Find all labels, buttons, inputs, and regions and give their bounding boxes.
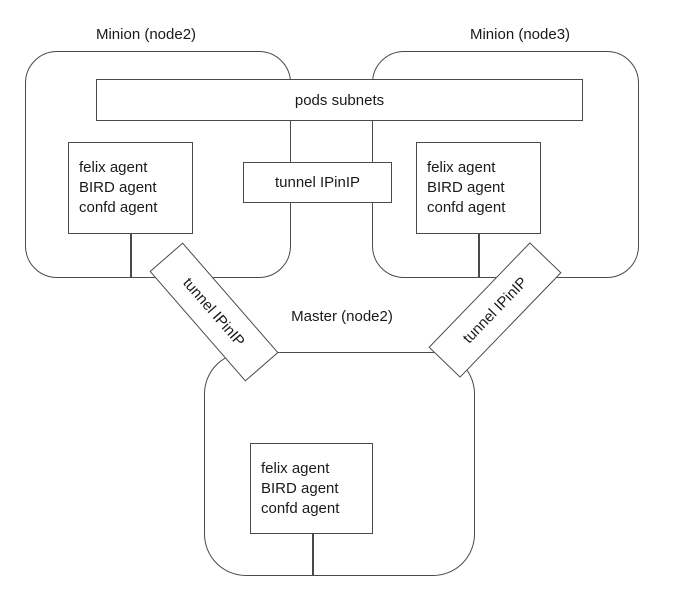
tunnel-ipinip-center-box: tunnel IPinIP (243, 162, 392, 203)
minion-node2-title: Minion (node2) (95, 26, 197, 43)
connector-minion3-agents (478, 233, 480, 278)
master-node-container (204, 352, 475, 576)
minion3-agents-box: felix agent BIRD agent confd agent (416, 142, 541, 234)
tunnel-ipinip-left-label: tunnel IPinIP (179, 274, 249, 350)
pods-subnets-label: pods subnets (294, 91, 385, 109)
tunnel-ipinip-right-label: tunnel IPinIP (459, 273, 531, 347)
connector-master-agents (312, 533, 314, 576)
minion2-agents-box: felix agent BIRD agent confd agent (68, 142, 193, 234)
pods-subnets-box: pods subnets (96, 79, 583, 121)
master-node-title: Master (node2) (291, 308, 393, 325)
bird-agent-label: BIRD agent (79, 179, 157, 196)
connector-minion2-agents (130, 233, 132, 278)
tunnel-ipinip-center-label: tunnel IPinIP (274, 174, 361, 191)
master-agents-box: felix agent BIRD agent confd agent (250, 443, 373, 534)
confd-agent-label: confd agent (427, 199, 506, 216)
confd-agent-label: confd agent (79, 199, 158, 216)
confd-agent-label: confd agent (261, 499, 340, 517)
bird-agent-label: BIRD agent (261, 479, 339, 497)
bird-agent-label: BIRD agent (427, 179, 505, 196)
felix-agent-label: felix agent (427, 159, 496, 176)
minion-node3-title: Minion (node3) (469, 26, 571, 43)
felix-agent-label: felix agent (79, 159, 148, 176)
felix-agent-label: felix agent (261, 459, 330, 477)
